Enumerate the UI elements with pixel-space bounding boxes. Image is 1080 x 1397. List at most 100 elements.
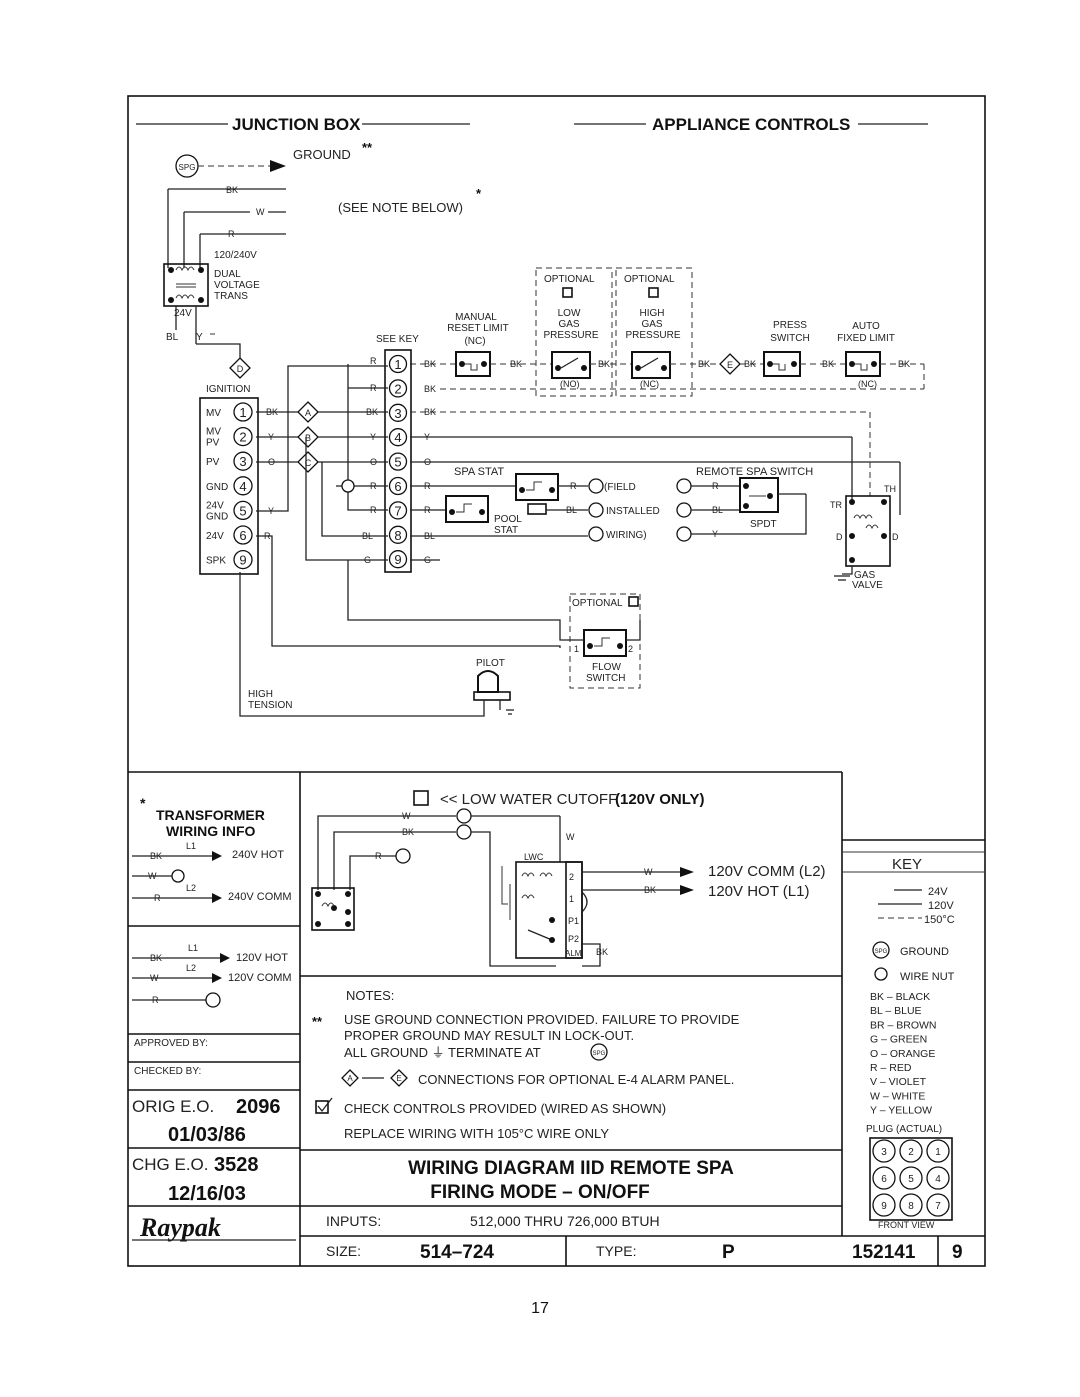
plug-pin-7: 7: [926, 1193, 950, 1217]
pilot-burner-icon: [473, 670, 514, 715]
svg-text:SWITCH: SWITCH: [770, 333, 809, 344]
wire-nut-icon: [341, 479, 355, 493]
svg-text:E: E: [396, 1074, 401, 1083]
strip-terminal-number: 6: [394, 479, 401, 494]
svg-text:W: W: [644, 867, 653, 877]
lwc-comm-label: 120V COMM (L2): [708, 863, 826, 880]
ignition-terminal-number: 9: [239, 553, 246, 568]
svg-text:SPG: SPG: [179, 163, 196, 172]
svg-text:BK: BK: [266, 407, 278, 417]
svg-text:Y: Y: [370, 432, 376, 442]
high-gas-check-box: [648, 287, 659, 298]
svg-text:TRANSFORMER: TRANSFORMER: [156, 807, 265, 823]
svg-text:R: R: [370, 505, 377, 515]
sheet-number: 9: [952, 1242, 963, 1263]
lwc-hot-label: 120V HOT (L1): [708, 883, 809, 900]
svg-text:C: C: [305, 458, 312, 468]
svg-text:WIRING INFO: WIRING INFO: [166, 823, 256, 839]
svg-text:E: E: [727, 360, 733, 370]
svg-text:STAT: STAT: [494, 525, 518, 536]
drawing-title-1: WIRING DIAGRAM IID REMOTE SPA: [408, 1158, 734, 1179]
ignition-terminal-label: GND: [206, 511, 228, 522]
plug-pin-2: 2: [899, 1139, 923, 1163]
ignition-terminal-label: 24V: [206, 531, 224, 542]
svg-text:Y: Y: [196, 332, 203, 343]
plug-pin-5: 5: [899, 1166, 923, 1190]
manual-reset-limit-switch: [455, 351, 491, 377]
svg-text:D: D: [237, 364, 244, 374]
svg-text:(NC): (NC): [640, 379, 659, 389]
ignition-terminal-number: 2: [239, 430, 246, 445]
svg-text:L2: L2: [186, 883, 196, 893]
svg-text:BK: BK: [226, 185, 238, 195]
strip-terminal-number: 7: [394, 503, 401, 518]
svg-text:Y: Y: [268, 506, 274, 516]
key-color-item: BL – BLUE: [870, 1005, 922, 1017]
svg-text:PRESS: PRESS: [773, 320, 807, 331]
svg-text:AUTO: AUTO: [852, 321, 880, 332]
svg-text:HIGH: HIGH: [640, 308, 665, 319]
svg-text:LWC: LWC: [524, 852, 544, 862]
note-alarm-a-icon: A: [341, 1069, 359, 1087]
pool-stat-switch: [445, 495, 489, 523]
key-color-item: R – RED: [870, 1062, 912, 1074]
plug-pin-1: 1: [926, 1139, 950, 1163]
svg-text:2: 2: [628, 644, 633, 654]
svg-text:CHECKED BY:: CHECKED BY:: [134, 1066, 201, 1077]
svg-text:R: R: [712, 481, 719, 491]
svg-text:BK: BK: [366, 407, 378, 417]
key-color-item: BK – BLACK: [870, 991, 930, 1003]
svg-text:BK: BK: [598, 359, 610, 369]
key-color-item: BR – BROWN: [870, 1019, 937, 1031]
svg-text:W: W: [402, 811, 411, 821]
alarm-connection-e-icon: E: [719, 353, 741, 375]
svg-text:R: R: [424, 505, 431, 515]
svg-text:OPTIONAL: OPTIONAL: [624, 274, 675, 285]
spa-stat-switch: [515, 473, 559, 501]
raypak-logo: Raypak: [139, 1213, 221, 1242]
alarm-connection-b-icon: B: [297, 426, 319, 448]
flow-switch-check-box: [628, 596, 639, 607]
svg-text:R: R: [375, 851, 382, 861]
svg-text:W: W: [566, 832, 575, 842]
svg-text:L1: L1: [186, 841, 196, 851]
plug-front-view: [869, 1137, 953, 1221]
strip-terminal-4: 4: [388, 428, 408, 447]
chg-date: 12/16/03: [168, 1183, 246, 1205]
svg-text:O: O: [424, 457, 431, 467]
svg-text:240V COMM: 240V COMM: [228, 891, 292, 903]
svg-text:WIRING): WIRING): [606, 530, 647, 541]
svg-text:CHECK CONTROLS PROVIDED (WIRED: CHECK CONTROLS PROVIDED (WIRED AS SHOWN): [344, 1101, 666, 1116]
strip-terminal-number: 8: [394, 528, 401, 543]
ground-label: GROUND: [293, 147, 351, 162]
strip-terminal-number: 1: [394, 357, 401, 372]
ignition-terminal-label: MV: [206, 427, 221, 438]
svg-text:OPTIONAL: OPTIONAL: [572, 598, 623, 609]
strip-terminal-number: 2: [394, 381, 401, 396]
key-wire-nut-icon: [874, 967, 888, 981]
alarm-connection-c-icon: C: [297, 451, 319, 473]
svg-text:FLOW: FLOW: [592, 662, 621, 673]
plug-pin-number: 4: [935, 1174, 941, 1185]
svg-text:G: G: [364, 555, 371, 565]
svg-text:2: 2: [569, 872, 574, 882]
strip-terminal-3: 3: [388, 403, 408, 422]
lwc-title: << LOW WATER CUTOFF: [440, 791, 617, 808]
key-color-item: O – ORANGE: [870, 1048, 935, 1060]
svg-text:R: R: [370, 383, 377, 393]
ignition-terminal-number: 3: [239, 454, 246, 469]
svg-text:B: B: [305, 433, 311, 443]
field-wire-nut-2: [676, 478, 692, 494]
svg-text:TRANS: TRANS: [214, 291, 248, 302]
svg-text:L2: L2: [186, 963, 196, 973]
low-gas-check-box: [562, 287, 573, 298]
key-color-item: Y – YELLOW: [870, 1105, 932, 1117]
svg-text:GAS: GAS: [854, 570, 875, 581]
svg-text:HIGH: HIGH: [248, 689, 273, 700]
note-ground-icon: SPG: [590, 1043, 608, 1061]
svg-text:*: *: [476, 186, 482, 201]
svg-text:TENSION: TENSION: [248, 700, 292, 711]
